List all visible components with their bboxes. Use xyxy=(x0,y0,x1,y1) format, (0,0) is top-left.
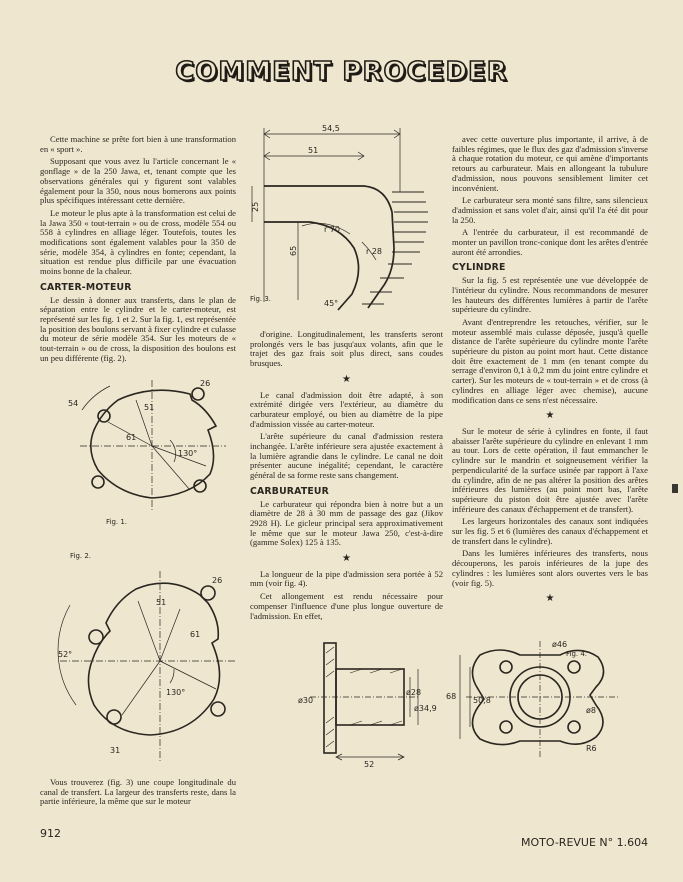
dim-label: 50,8 xyxy=(473,696,491,705)
figure-1-caption: Fig. 1. xyxy=(106,518,128,526)
separator-star: ★ xyxy=(342,553,351,565)
dim-label: 26 xyxy=(200,379,210,388)
paragraph: A l'entrée du carburateur, il est recomm… xyxy=(452,227,648,257)
dim-label: 61 xyxy=(190,630,200,639)
figure-1: 26 51 54 130° 61 xyxy=(40,370,240,520)
dim-label: ø28 xyxy=(406,688,421,697)
dim-label: 65 xyxy=(289,246,298,256)
dim-label: 52° xyxy=(58,650,72,659)
dim-label: 31 xyxy=(110,746,120,755)
figure-4-caption: Fig. 4. xyxy=(566,650,588,658)
dim-label: 51 xyxy=(156,598,166,607)
dim-label: 68 xyxy=(446,692,456,701)
column-2: d'origine. Longitudinalement, les transf… xyxy=(250,329,443,624)
dim-label: 51 xyxy=(144,403,154,412)
figure-2-caption: Fig. 2. xyxy=(70,552,92,560)
column-3: avec cette ouverture plus importante, il… xyxy=(452,134,648,610)
dim-label: R6 xyxy=(586,744,597,753)
paragraph: Cette machine se prête fort bien à une t… xyxy=(40,134,236,154)
paragraph: Cet allongement est rendu nécessaire pou… xyxy=(250,591,443,621)
paragraph: Dans les lumières inférieures des transf… xyxy=(452,548,648,588)
dim-label: ø8 xyxy=(586,706,596,715)
figure-2-drawing: 26 51 52° 61 130° 31 xyxy=(57,571,236,761)
paragraph: Sur le moteur de série à cylindres en fo… xyxy=(452,425,648,514)
figure-4: ø30 ø28 ø34,9 52 68 50,8 ø46 ø8 R6 xyxy=(290,633,650,773)
page-number: 912 xyxy=(40,827,61,840)
figure-2: 26 51 52° 61 130° 31 xyxy=(40,565,240,765)
paragraph: Le dessin à donner aux transferts, dans … xyxy=(40,294,236,363)
separator-star: ★ xyxy=(342,373,351,385)
dim-label: 130° xyxy=(178,449,197,458)
dim-label: 61 xyxy=(126,433,136,442)
paragraph: avec cette ouverture plus importante, il… xyxy=(452,134,648,193)
dim-label: ø46 xyxy=(552,640,567,649)
figure-1-drawing: 26 51 54 130° 61 xyxy=(68,379,226,512)
section-heading-cylindre: CYLINDRE xyxy=(452,262,506,274)
figure-3-drawing: 54,5 51 25 r 70 65 r 28 45° xyxy=(251,124,428,311)
paragraph: d'origine. Longitudinalement, les transf… xyxy=(250,329,443,369)
paragraph: La longueur de la pipe d'admission sera … xyxy=(250,568,443,589)
paragraph: Le carburateur qui répondra bien à notre… xyxy=(250,498,443,548)
column-1: Cette machine se prête fort bien à une t… xyxy=(40,134,236,366)
paragraph: Le canal d'admission doit être adapté, à… xyxy=(250,389,443,429)
paragraph: Supposant que vous avez lu l'article con… xyxy=(40,156,236,206)
column-1-bottom: Vous trouverez (fig. 3) une coupe longit… xyxy=(40,777,236,810)
dim-label: ø34,9 xyxy=(414,704,437,713)
separator-star: ★ xyxy=(545,593,555,605)
paragraph: Le carburateur sera monté sans filtre, s… xyxy=(452,195,648,225)
dim-label: 54 xyxy=(68,399,78,408)
dim-label: 54,5 xyxy=(322,124,340,133)
paragraph: Les largeurs horizontales des canaux son… xyxy=(452,516,648,546)
section-heading-carter: CARTER-MOTEUR xyxy=(40,281,132,293)
dim-label: r 28 xyxy=(366,247,382,256)
dim-label: r 70 xyxy=(324,225,340,234)
dim-label: 25 xyxy=(251,202,260,212)
margin-mark xyxy=(672,484,678,493)
page-title: COMMENT PROCEDER xyxy=(174,56,508,88)
dim-label: ø30 xyxy=(298,696,313,705)
dim-label: 51 xyxy=(308,146,318,155)
magazine-issue: MOTO-REVUE N° 1.604 xyxy=(521,836,649,849)
dim-label: 52 xyxy=(364,760,374,769)
dim-label: 45° xyxy=(324,299,338,308)
paragraph: Vous trouverez (fig. 3) une coupe longit… xyxy=(40,777,236,807)
separator-star: ★ xyxy=(545,410,555,422)
figure-4-drawing: ø30 ø28 ø34,9 52 68 50,8 ø46 ø8 R6 xyxy=(298,640,620,769)
figure-3-caption: Fig. 3. xyxy=(250,295,272,303)
figure-3: 54,5 51 25 r 70 65 r 28 45° xyxy=(242,122,452,322)
section-heading-carburateur: CARBURATEUR xyxy=(250,485,330,497)
paragraph: L'arête supérieure du canal d'admission … xyxy=(250,431,443,481)
paragraph: Sur la fig. 5 est représentée une vue dé… xyxy=(452,275,648,315)
dim-label: 130° xyxy=(166,688,185,697)
dim-label: 26 xyxy=(212,576,222,585)
paragraph: Le moteur le plus apte à la transformati… xyxy=(40,207,236,277)
paragraph: Avant d'entreprendre les retouches, véri… xyxy=(452,316,648,405)
